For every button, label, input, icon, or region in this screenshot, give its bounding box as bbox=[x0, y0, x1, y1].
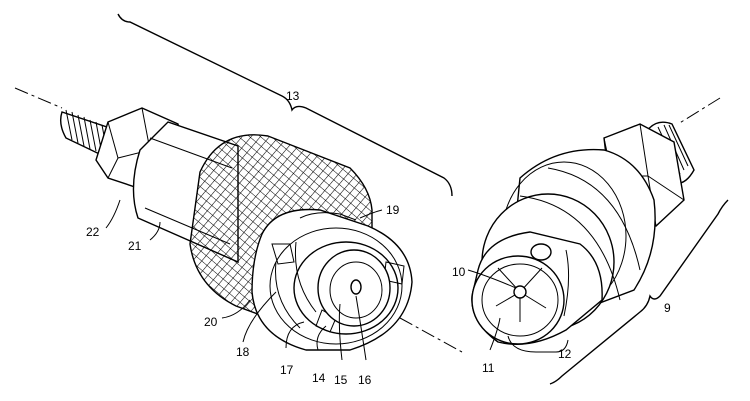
label-17: 17 bbox=[280, 363, 294, 377]
center-axis-line bbox=[399, 317, 463, 353]
right-connector bbox=[471, 97, 721, 345]
label-12: 12 bbox=[558, 347, 572, 361]
knurled-coupling-nut bbox=[189, 134, 413, 351]
label-9: 9 bbox=[664, 301, 671, 315]
label-10: 10 bbox=[452, 265, 466, 279]
right-socket bbox=[471, 231, 603, 345]
label-15: 15 bbox=[334, 373, 348, 387]
label-16: 16 bbox=[358, 373, 372, 387]
label-18: 18 bbox=[236, 345, 250, 359]
bracket-9 bbox=[549, 199, 729, 385]
left-connector bbox=[14, 87, 463, 353]
leader-lines bbox=[105, 199, 569, 361]
label-22: 22 bbox=[86, 225, 100, 239]
label-13: 13 bbox=[286, 89, 300, 103]
label-21: 21 bbox=[128, 239, 142, 253]
label-14: 14 bbox=[312, 371, 326, 385]
left-axis-line bbox=[14, 87, 63, 109]
label-11: 11 bbox=[482, 361, 495, 375]
right-axis-line bbox=[677, 97, 721, 125]
label-19: 19 bbox=[386, 203, 400, 217]
bracket-13 bbox=[117, 13, 453, 197]
label-20: 20 bbox=[204, 315, 218, 329]
